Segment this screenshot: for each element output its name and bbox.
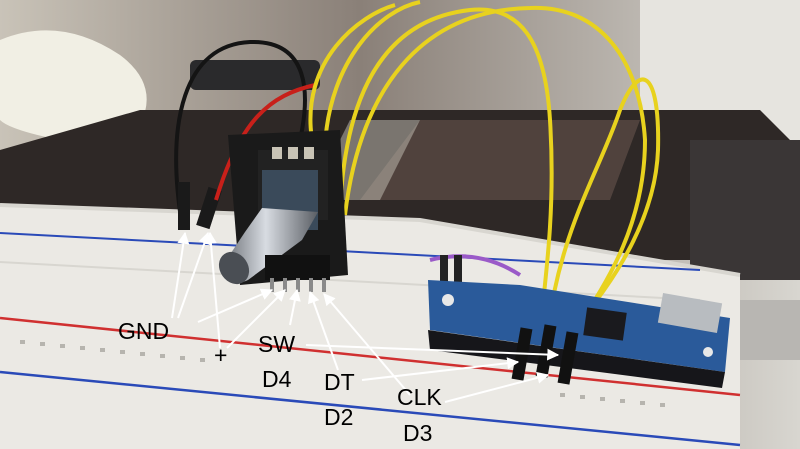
yellow-wires [308,0,661,347]
arrow-gnd-c [197,288,274,323]
arrow-gnd-a [171,231,190,319]
table-edge [690,140,800,280]
label-gnd: GND [118,318,170,344]
computer-mouse [0,30,147,143]
cable-box [190,60,320,90]
arrow-clk [323,293,411,396]
rail-line-blue [0,370,741,447]
black-wire [174,39,307,226]
arrow-gnd-b [177,231,211,319]
rail-line-blue-top [0,232,701,271]
label-dt: DT [324,369,355,395]
arrow-sw-d4 [305,344,560,361]
label-plus: + [214,342,228,368]
label-clk-pin: D3 [403,420,433,446]
breadboard [0,205,740,449]
rail-line-red [0,316,741,397]
arrow-dt [308,290,339,371]
arduino-pro-mini [428,280,730,388]
arrow-sw [288,288,301,326]
red-wire [214,83,316,201]
arrow-plus-b [226,289,286,349]
label-dt-pin: D2 [324,404,354,430]
label-sw: SW [258,331,296,357]
arrow-dt-d2 [361,357,520,381]
arrow-plus-a [204,231,221,349]
rotary-encoder-module [218,130,348,292]
arrow-clk-d3 [444,371,550,403]
annotation-arrows [171,231,560,403]
label-sw-pin: D4 [262,366,292,392]
label-clk: CLK [397,384,442,410]
